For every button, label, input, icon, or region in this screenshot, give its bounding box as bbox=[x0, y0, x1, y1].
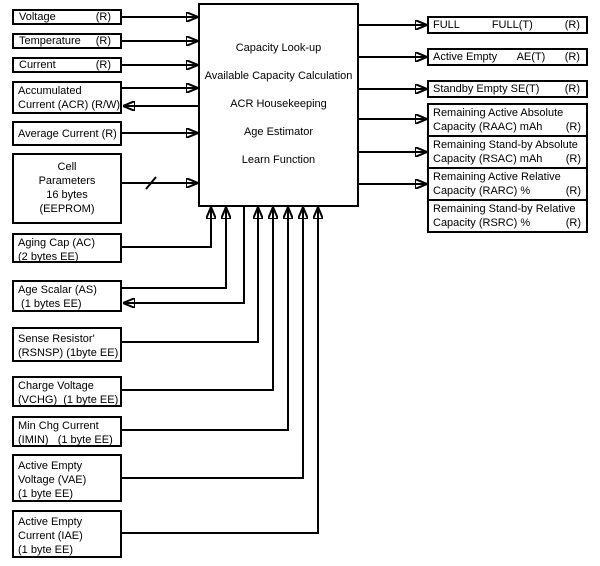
output-active-empty-label: Active Empty bbox=[433, 51, 498, 63]
input-active-empty-voltage-line3: (1 byte EE) bbox=[18, 488, 74, 500]
output-rsac-line2: Capacity (RSAC) mAh bbox=[433, 153, 543, 165]
output-standby-empty-label: Standby Empty SE(T) bbox=[433, 83, 540, 95]
function-age-estimator: Age Estimator bbox=[243, 126, 314, 138]
wire-active-empty-voltage bbox=[122, 207, 303, 479]
output-standby-empty: Standby Empty SE(T) (R) bbox=[427, 80, 588, 98]
input-aging-cap-line1: Aging Cap (AC) bbox=[18, 237, 96, 249]
output-rarc-access: (R) bbox=[565, 185, 581, 197]
bus-slash bbox=[145, 176, 157, 190]
input-age-scalar-line2: (1 bytes EE) bbox=[18, 298, 82, 310]
input-min-chg-current-line2: (IMIN) (1 byte EE) bbox=[18, 434, 113, 446]
output-rarc-line1: Remaining Active Relative bbox=[433, 171, 561, 183]
wire-active-empty-current bbox=[122, 207, 318, 534]
output-active-empty: Active Empty AE(T) (R) bbox=[427, 48, 588, 66]
input-average-current-label: Average Current (R) bbox=[18, 127, 117, 140]
input-active-empty-current: Active Empty Current (IAE) (1 byte EE) bbox=[12, 510, 122, 558]
output-active-empty-threshold: AE(T) bbox=[516, 51, 546, 63]
function-available-capacity-calculation: Available Capacity Calculation bbox=[204, 70, 353, 82]
input-charge-voltage: Charge Voltage (VCHG) (1 byte EE) bbox=[12, 376, 122, 407]
wire-sense-resistor bbox=[122, 207, 258, 343]
input-temperature-access: (R) bbox=[95, 35, 111, 47]
output-active-empty-access: (R) bbox=[564, 51, 580, 63]
input-min-chg-current: Min Chg Current (IMIN) (1 byte EE) bbox=[12, 416, 122, 447]
wire-age-scalar-out bbox=[122, 207, 226, 289]
input-voltage-label: Voltage bbox=[19, 11, 56, 23]
input-average-current: Average Current (R) bbox=[12, 121, 122, 146]
output-full: FULL FULL(T) (R) bbox=[427, 16, 588, 34]
function-capacity-lookup: Capacity Look-up bbox=[235, 42, 322, 54]
input-sense-resistor-line1: Sense Resistor' bbox=[18, 333, 95, 345]
output-full-threshold: FULL(T) bbox=[491, 19, 533, 31]
input-accumulated-current-line2: Current (ACR) (R/W) bbox=[18, 99, 121, 111]
input-cell-parameters: Cell Parameters 16 bytes (EEPROM) bbox=[12, 153, 122, 224]
input-active-empty-voltage: Active Empty Voltage (VAE) (1 byte EE) bbox=[12, 454, 122, 502]
output-raac-line2: Capacity (RAAC) mAh bbox=[433, 121, 543, 133]
input-min-chg-current-line1: Min Chg Current bbox=[18, 420, 99, 432]
output-remaining-capacity-group: Remaining Active Absolute Capacity (RAAC… bbox=[427, 103, 588, 233]
input-active-empty-current-line3: (1 byte EE) bbox=[18, 544, 74, 556]
output-rsac: Remaining Stand-by Absolute Capacity (RS… bbox=[429, 135, 586, 167]
function-acr-housekeeping: ACR Housekeeping bbox=[230, 98, 327, 110]
output-rsrc: Remaining Stand-by Relative Capacity (RS… bbox=[429, 199, 586, 231]
output-raac: Remaining Active Absolute Capacity (RAAC… bbox=[429, 105, 586, 135]
output-rsrc-line1: Remaining Stand-by Relative bbox=[433, 203, 576, 215]
function-learn-function: Learn Function bbox=[241, 154, 316, 166]
input-current-label: Current bbox=[19, 59, 56, 71]
input-current-access: (R) bbox=[95, 59, 111, 71]
wire-aging-cap bbox=[122, 207, 211, 248]
input-age-scalar-line1: Age Scalar (AS) bbox=[18, 284, 97, 296]
input-sense-resistor-line2: (RSNSP) (1byte EE) bbox=[18, 347, 119, 359]
input-aging-cap: Aging Cap (AC) (2 bytes EE) bbox=[12, 233, 122, 263]
output-full-access: (R) bbox=[564, 19, 580, 31]
input-charge-voltage-line2: (VCHG) (1 byte EE) bbox=[18, 394, 119, 406]
input-voltage-access: (R) bbox=[95, 11, 111, 23]
output-rsrc-access: (R) bbox=[565, 217, 581, 229]
wire-charge-voltage bbox=[122, 207, 273, 391]
input-cell-parameters-line2: Parameters bbox=[38, 175, 96, 187]
input-active-empty-current-line1: Active Empty bbox=[18, 516, 83, 528]
output-standby-empty-access: (R) bbox=[564, 83, 580, 95]
input-sense-resistor: Sense Resistor' (RSNSP) (1byte EE) bbox=[12, 327, 122, 362]
input-charge-voltage-line1: Charge Voltage bbox=[18, 380, 94, 392]
wire-min-chg-current bbox=[122, 207, 288, 431]
output-rarc-line2: Capacity (RARC) % bbox=[433, 185, 531, 197]
input-aging-cap-line2: (2 bytes EE) bbox=[18, 251, 79, 263]
output-rsac-access: (R) bbox=[565, 153, 581, 165]
central-function-block: Capacity Look-up Available Capacity Calc… bbox=[198, 3, 359, 207]
input-accumulated-current-line1: Accumulated bbox=[18, 85, 82, 97]
input-temperature: Temperature (R) bbox=[12, 33, 122, 49]
input-cell-parameters-line3: 16 bytes bbox=[46, 189, 88, 201]
input-cell-parameters-line1: Cell bbox=[57, 161, 77, 173]
input-voltage: Voltage (R) bbox=[12, 9, 122, 25]
input-active-empty-current-line2: Current (IAE) bbox=[18, 530, 83, 542]
output-rsac-line1: Remaining Stand-by Absolute bbox=[433, 139, 578, 151]
input-temperature-label: Temperature bbox=[19, 35, 81, 47]
input-current: Current (R) bbox=[12, 57, 122, 73]
output-full-label: FULL bbox=[433, 19, 460, 31]
output-rsrc-line2: Capacity (RSRC) % bbox=[433, 217, 531, 229]
input-accumulated-current: Accumulated Current (ACR) (R/W) bbox=[12, 81, 122, 114]
output-raac-access: (R) bbox=[565, 121, 581, 133]
input-cell-parameters-line4: (EEPROM) bbox=[39, 203, 95, 215]
output-raac-line1: Remaining Active Absolute bbox=[433, 107, 564, 119]
input-age-scalar: Age Scalar (AS) (1 bytes EE) bbox=[12, 280, 122, 312]
wire-age-scalar-return bbox=[123, 207, 245, 303]
input-active-empty-voltage-line1: Active Empty bbox=[18, 460, 83, 472]
input-active-empty-voltage-line2: Voltage (VAE) bbox=[18, 474, 87, 486]
output-rarc: Remaining Active Relative Capacity (RARC… bbox=[429, 167, 586, 199]
